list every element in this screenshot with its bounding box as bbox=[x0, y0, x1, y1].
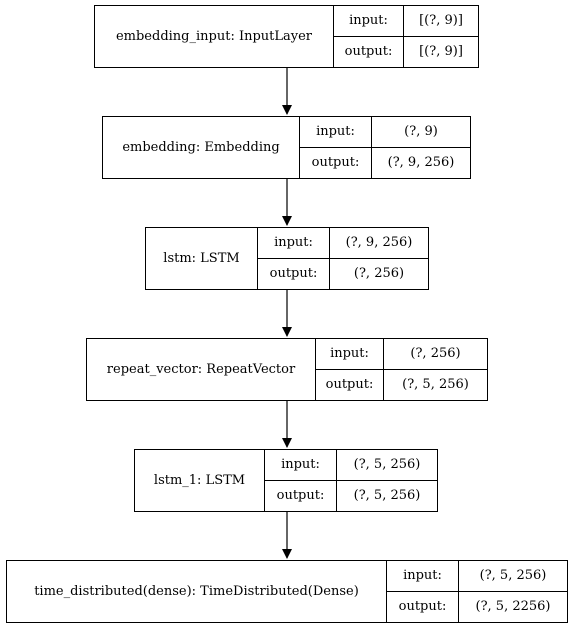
output-label: output: bbox=[258, 258, 330, 289]
input-label: input: bbox=[258, 228, 330, 259]
input-label: input: bbox=[265, 450, 337, 481]
output-shape: (?, 9, 256) bbox=[387, 155, 455, 171]
input-shape: (?, 256) bbox=[384, 339, 487, 370]
layer-node-time-distributed: time_distributed(dense): TimeDistributed… bbox=[6, 560, 568, 623]
output-label: output: bbox=[265, 480, 337, 511]
input-shape: (?, 9) bbox=[372, 117, 470, 148]
output-label: output: bbox=[316, 369, 384, 400]
layer-node-lstm: lstm: LSTM input: (?, 9, 256) output: (?… bbox=[145, 227, 429, 290]
layer-node-repeat-vector: repeat_vector: RepeatVector input: (?, 2… bbox=[86, 338, 488, 401]
input-shape: (?, 5, 256) bbox=[337, 450, 437, 481]
layer-node-lstm-1: lstm_1: LSTM input: (?, 5, 256) output: … bbox=[134, 449, 438, 512]
input-label: input: bbox=[334, 6, 404, 37]
output-label: output: bbox=[300, 147, 372, 178]
input-shape: (?, 9, 256) bbox=[330, 228, 428, 259]
input-label: input: bbox=[316, 339, 384, 370]
input-shape: (?, 5, 256) bbox=[459, 561, 567, 592]
output-shape: [(?, 9)] bbox=[419, 44, 463, 60]
output-label: output: bbox=[334, 36, 404, 67]
output-shape: (?, 5, 256) bbox=[353, 488, 421, 504]
layer-node-embedding: embedding: Embedding input: (?, 9) outpu… bbox=[102, 116, 471, 179]
layer-name: lstm: LSTM bbox=[146, 228, 258, 289]
output-shape: (?, 5, 2256) bbox=[475, 599, 551, 615]
output-shape: (?, 5, 256) bbox=[402, 377, 469, 393]
layer-name: embedding_input: InputLayer bbox=[95, 6, 334, 67]
layer-name: lstm_1: LSTM bbox=[135, 450, 265, 511]
input-label: input: bbox=[387, 561, 459, 592]
layer-name: time_distributed(dense): TimeDistributed… bbox=[7, 561, 387, 622]
input-shape: [(?, 9)] bbox=[404, 6, 478, 37]
layer-name: repeat_vector: RepeatVector bbox=[87, 339, 316, 400]
output-label: output: bbox=[387, 591, 459, 622]
output-shape: (?, 256) bbox=[353, 266, 405, 282]
layer-name: embedding: Embedding bbox=[103, 117, 300, 178]
input-label: input: bbox=[300, 117, 372, 148]
layer-node-embedding-input: embedding_input: InputLayer input: [(?, … bbox=[94, 5, 479, 68]
